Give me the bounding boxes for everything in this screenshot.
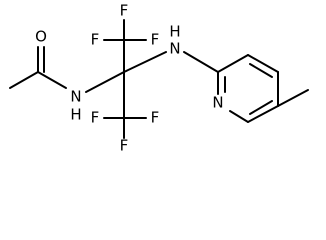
fluorine-6-label: F — [120, 137, 129, 155]
molecule-structure-diagram: O N H F F F F F F H N N — [9, 2, 309, 155]
bond-ring-c5-c6-inner — [249, 100, 273, 115]
bond-carbonyl-amide-n — [37, 71, 67, 89]
fluorine-3-label: F — [151, 31, 160, 49]
bond-ring-c5-c6 — [247, 105, 279, 123]
fluorine-2-label: F — [91, 31, 100, 49]
pyridine-nitrogen-label: N — [212, 94, 223, 112]
fluorine-5-label: F — [151, 109, 160, 127]
amine-nitrogen-label: N — [169, 40, 180, 58]
bonds — [9, 19, 309, 139]
bond-amine-n-ring-c2 — [183, 51, 219, 73]
amide-hydrogen-label: H — [70, 106, 81, 124]
amide-nitrogen-label: N — [70, 88, 81, 106]
bond-ring-c3-c4-inner — [249, 63, 273, 78]
bond-ring-c6-n1 — [229, 110, 249, 123]
bond-ring-c3-c4 — [247, 54, 279, 73]
atom-labels: O N H F F F F F F H N N — [35, 2, 224, 155]
bond-central-amine-n — [123, 51, 167, 73]
fluorine-1-label: F — [120, 2, 129, 20]
fluorine-4-label: F — [91, 109, 100, 127]
carbonyl-oxygen-label: O — [35, 28, 47, 46]
bond-methyl-carbonyl — [9, 71, 39, 89]
bond-amide-n-central-c — [85, 71, 125, 93]
amine-hydrogen-label: H — [169, 23, 180, 41]
bond-ring-c5-methyl — [277, 89, 309, 107]
bond-ring-c2-c3 — [217, 54, 249, 73]
